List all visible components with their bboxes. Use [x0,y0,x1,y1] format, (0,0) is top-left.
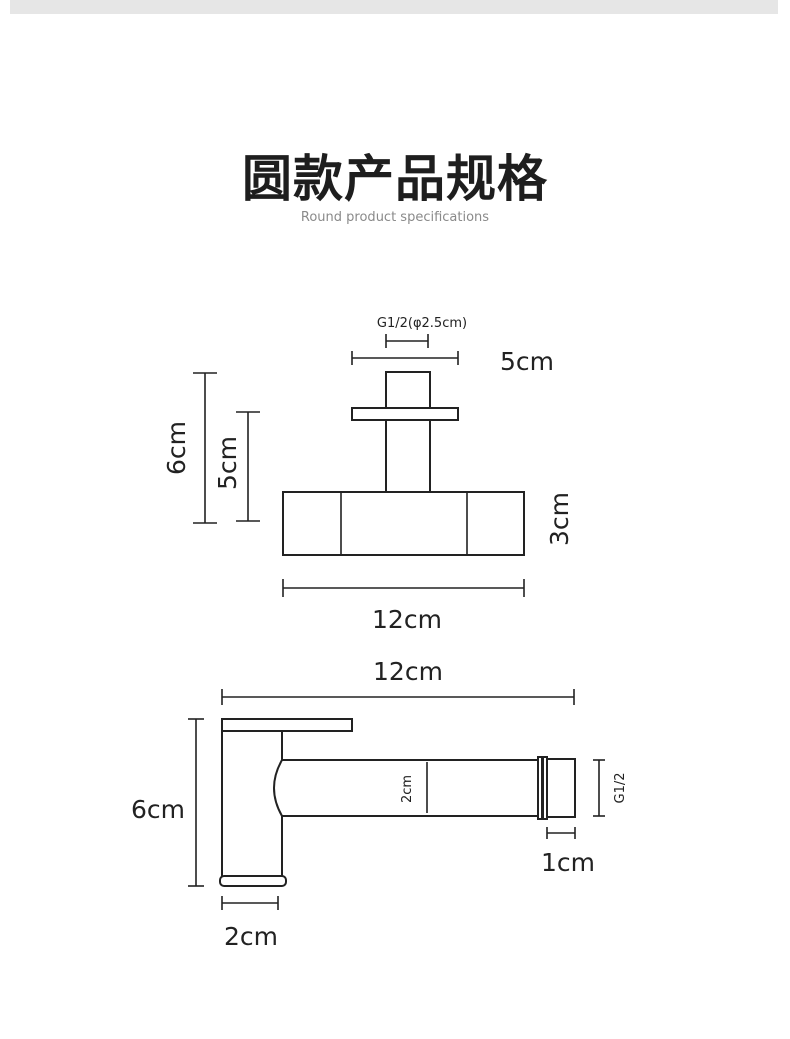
top-band [10,0,778,14]
side-total-height-dimension: 6cm [131,718,204,887]
side-thread-dimension: G1/2 [593,759,628,817]
spout-shape [273,759,539,817]
total-height-label: 6cm [162,421,191,475]
thread-label: G1/2(φ2.5cm) [377,316,467,331]
side-total-height-label: 6cm [131,795,185,824]
total-length-label: 12cm [373,657,443,686]
stem-height-label: 5cm [213,436,242,490]
nozzle-length-label: 1cm [541,848,595,877]
total-height-dimension: 6cm [162,372,217,524]
side-thread-label: G1/2 [613,773,628,804]
side-stem-shape [221,730,283,879]
stem-shape [385,371,431,493]
flange-width-label: 5cm [500,347,554,376]
top-view-diagram: G1/2(φ2.5cm) 5cm 6cm 5cm [162,316,574,634]
nozzle-length-dimension: 1cm [541,827,595,877]
body-height-label: 3cm [545,492,574,546]
base-width-label: 2cm [224,922,278,951]
nozzle-shape [546,758,576,818]
body-width-label: 12cm [372,605,442,634]
flange-shape [351,407,459,421]
base-width-dimension: 2cm [221,896,279,951]
spout-diameter-label: 2cm [400,775,415,803]
base-foot-shape [219,875,287,887]
side-view-diagram: 12cm 2cm G1/2 [131,657,628,951]
ring-1-shape [537,756,543,820]
page-title: 圆款产品规格 [242,150,548,208]
cap-plate-shape [221,718,353,732]
total-length-dimension: 12cm [221,657,575,705]
valve-body-shape [282,491,525,556]
stem-height-dimension: 5cm [213,411,260,522]
page-subtitle: Round product specifications [300,210,490,225]
thread-dimension: G1/2(φ2.5cm) [377,316,467,348]
spout-diameter-dimension: 2cm [400,762,428,813]
body-width-dimension: 12cm [282,579,525,634]
flange-width-dimension: 5cm [351,347,554,376]
